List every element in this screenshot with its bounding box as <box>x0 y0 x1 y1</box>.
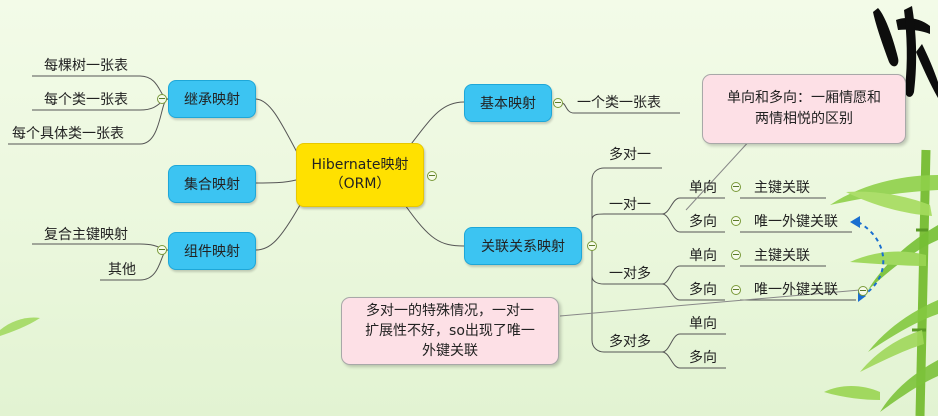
collapse-icon[interactable] <box>731 182 741 192</box>
leaf-table-per-hierarchy[interactable]: 每棵树一张表 <box>44 58 128 74</box>
collapse-icon[interactable] <box>731 216 741 226</box>
connector-line <box>661 283 725 301</box>
connector-line <box>661 333 726 353</box>
leaf-one-to-many[interactable]: 一对多 <box>609 266 651 282</box>
collapse-icon[interactable] <box>157 94 167 104</box>
leaf-many-to-one[interactable]: 多对一 <box>609 147 651 163</box>
branch-inheritance[interactable]: 继承映射 <box>168 80 256 118</box>
collapse-icon[interactable] <box>731 250 741 260</box>
connector-line <box>32 243 169 251</box>
leaf-one-to-one-uni[interactable]: 单向 <box>689 180 717 196</box>
branch-component[interactable]: 组件映射 <box>168 232 256 270</box>
connector-line <box>404 101 465 153</box>
branch-label: 继承映射 <box>184 92 240 108</box>
leaf-composite-key[interactable]: 复合主键映射 <box>44 227 128 243</box>
leaf-one-to-one[interactable]: 一对一 <box>609 197 651 213</box>
leaf-many-to-many[interactable]: 多对多 <box>609 334 651 350</box>
relationship-arrow <box>857 221 885 297</box>
collapse-icon[interactable] <box>731 285 741 295</box>
connector-line <box>561 102 680 114</box>
leaf-one-to-one-uni-pk[interactable]: 主键关联 <box>754 180 810 196</box>
callout-pointer <box>685 137 753 211</box>
connector-line <box>591 167 662 246</box>
leaf-one-to-many-bi-fk[interactable]: 唯一外键关联 <box>754 282 838 298</box>
callout-text: 扩展性不好，so出现了唯一 <box>365 323 535 339</box>
callout-text: 单向和多向：一厢情愿和 <box>727 90 881 106</box>
connector-line <box>661 265 725 285</box>
branch-basic-mapping[interactable]: 基本映射 <box>464 84 552 122</box>
branch-label: 关联关系映射 <box>481 239 565 255</box>
bamboo-leaf-icon <box>824 175 938 412</box>
leaf-other[interactable]: 其他 <box>108 262 136 278</box>
connector-line <box>255 179 297 184</box>
leaf-one-to-one-bi-fk[interactable]: 唯一外键关联 <box>754 214 838 230</box>
branch-label: 组件映射 <box>184 244 240 260</box>
connector-line <box>591 246 662 353</box>
branch-collection[interactable]: 集合映射 <box>168 165 256 203</box>
collapse-icon[interactable] <box>427 171 437 181</box>
branch-label: 基本映射 <box>480 96 536 112</box>
connector-line <box>404 204 465 247</box>
callout-text: 多对一的特殊情况，一对一 <box>366 303 534 319</box>
leaf-one-to-many-bi[interactable]: 多向 <box>689 282 717 298</box>
connector-line <box>255 98 301 159</box>
branch-label: 集合映射 <box>184 177 240 193</box>
callout-unique-fk[interactable]: 多对一的特殊情况，一对一 扩展性不好，so出现了唯一 外键关联 <box>341 297 559 365</box>
connector-line <box>661 351 726 369</box>
calligraphy-icon <box>873 6 938 98</box>
connector-line <box>661 213 725 233</box>
connector-line <box>255 204 301 251</box>
connector-line <box>591 213 662 246</box>
callout-text: 两情相悦的区别 <box>755 111 853 127</box>
callout-pointer <box>559 289 861 317</box>
central-topic-subtitle: （ORM） <box>329 176 391 192</box>
leaf-table-per-class[interactable]: 每个类一张表 <box>44 92 128 108</box>
central-topic[interactable]: Hibernate映射 （ORM） <box>296 143 424 207</box>
collapse-icon[interactable] <box>157 245 167 255</box>
callout-text: 外键关联 <box>422 343 478 359</box>
leaf-one-class-one-table[interactable]: 一个类一张表 <box>577 95 661 111</box>
leaf-one-to-many-uni[interactable]: 单向 <box>689 248 717 264</box>
leaf-one-to-one-bi[interactable]: 多向 <box>689 214 717 230</box>
collapse-icon[interactable] <box>858 286 868 296</box>
leaf-one-to-many-uni-pk[interactable]: 主键关联 <box>754 248 810 264</box>
leaf-many-to-many-bi[interactable]: 多向 <box>689 350 717 366</box>
callout-uni-vs-bi[interactable]: 单向和多向：一厢情愿和 两情相悦的区别 <box>702 74 906 144</box>
collapse-icon[interactable] <box>587 241 597 251</box>
bamboo-leaf-icon <box>0 317 40 336</box>
arrowhead-icon <box>850 216 860 228</box>
leaf-table-per-concrete-class[interactable]: 每个具体类一张表 <box>12 126 124 142</box>
collapse-icon[interactable] <box>553 98 563 108</box>
leaf-many-to-many-uni[interactable]: 单向 <box>689 316 717 332</box>
central-topic-title: Hibernate映射 <box>311 157 409 173</box>
branch-association-mapping[interactable]: 关联关系映射 <box>464 227 582 265</box>
connector-line <box>661 197 725 215</box>
